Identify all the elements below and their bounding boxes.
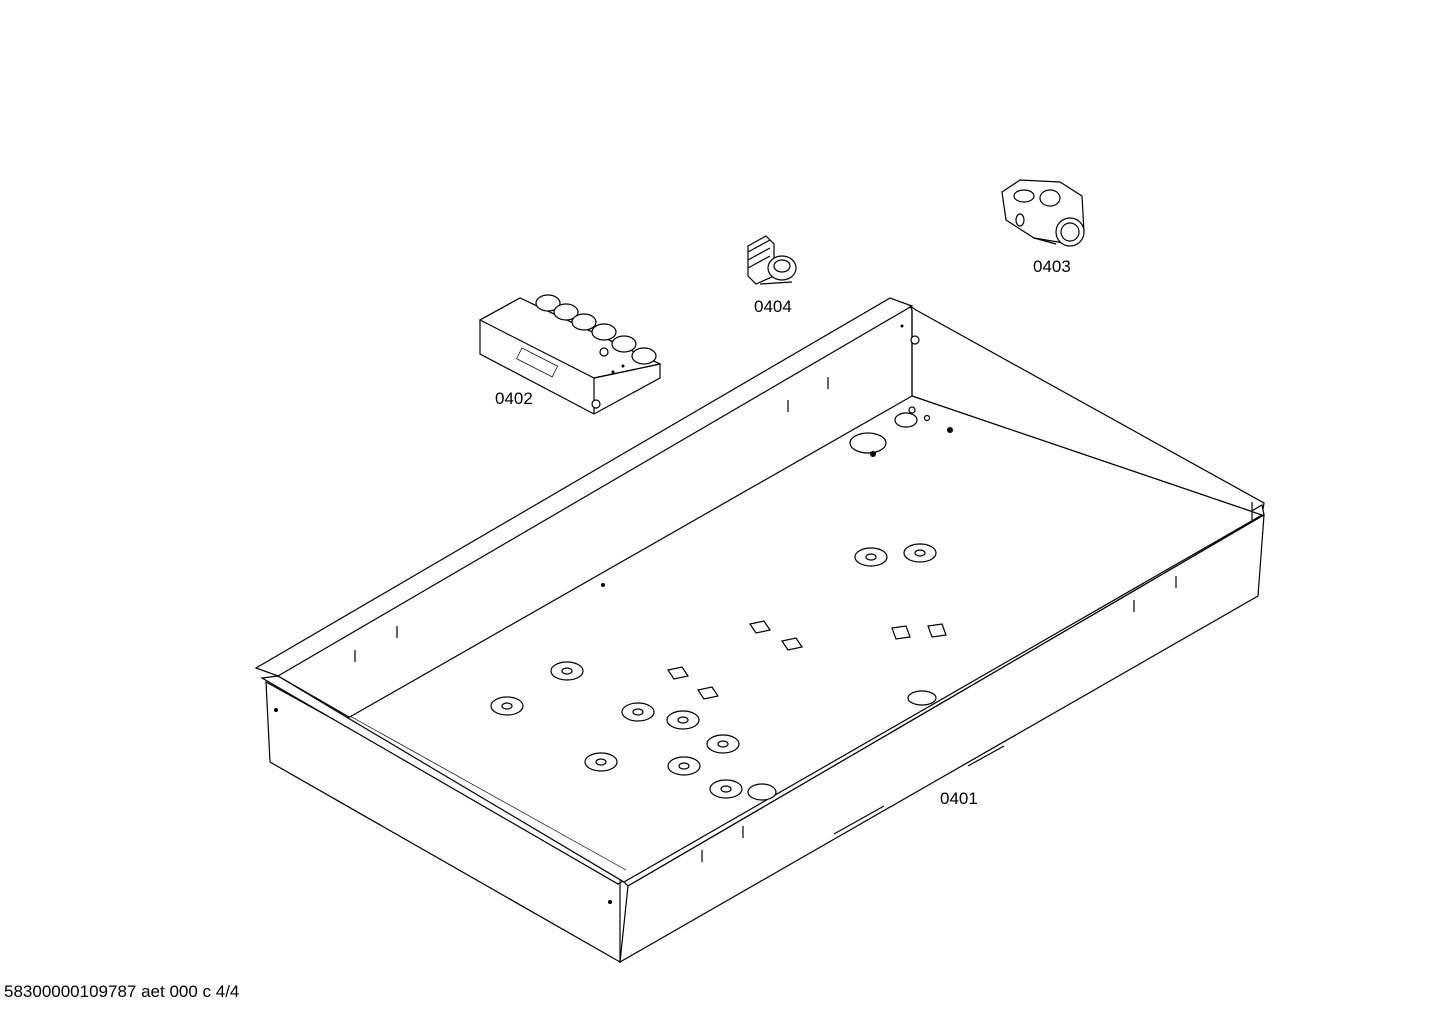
part-0401-tray [254,297,1265,964]
part-0403-gas-valve [1001,179,1085,247]
mounting-holes [490,324,953,801]
part-label-0401: 0401 [940,789,978,808]
document-footer-code: 58300000109787 aet 000 c 4/4 [4,982,240,1001]
part-0404-terminal-block [747,235,797,285]
part-label-0403: 0403 [1033,257,1071,276]
part-label-0404: 0404 [754,297,792,316]
clips [667,620,947,700]
part-0402-control-module [478,294,662,415]
part-label-0402: 0402 [495,389,533,408]
